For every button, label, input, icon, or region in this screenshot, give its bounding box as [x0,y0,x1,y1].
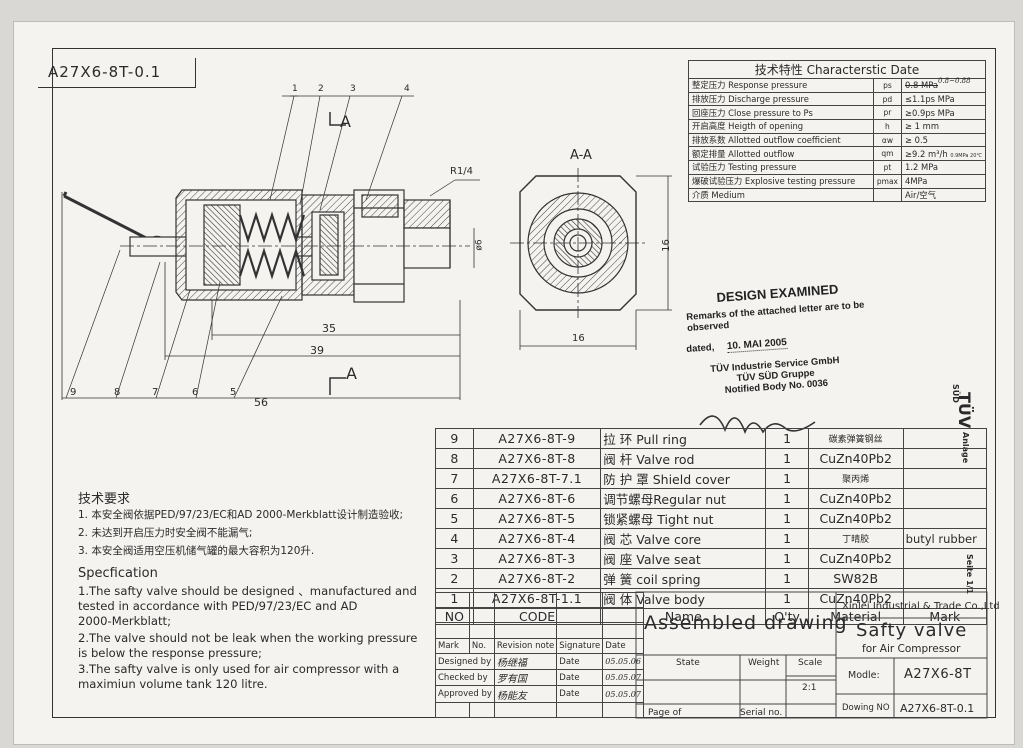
section-view-label: A-A [570,148,592,163]
requirement-en-5: is below the response pressure; [78,646,262,660]
dim-35: 35 [322,322,336,335]
scale-label: Scale [798,658,823,668]
bom-code: A27X6-8T-4 [472,528,602,549]
checked-row: Checked by 罗有国 Date 05.05.07 [435,669,644,687]
char-symbol: pd [872,91,902,107]
bom-qty: 1 [765,508,809,529]
drawing-frame [52,48,996,718]
char-symbol [872,187,902,203]
bom-code: A27X6-8T-2 [472,568,602,589]
scale-value: 2:1 [802,683,817,693]
bom-header-material: Material [807,608,904,625]
char-value-note: 0.9MPa 20℃ [950,152,982,159]
char-value-text: ≥9.2 m³/h [904,148,948,159]
leader-2: 2 [318,84,324,94]
model-value: A27X6-8T [904,667,972,682]
leader-4: 4 [404,84,410,94]
signature-block: Mark No. Revision note Signature Date De… [435,591,644,719]
bom-name: 拉 环 Pull ring [600,428,767,449]
requirements-title-en: Specfication [78,566,158,581]
leader-9: 9 [70,387,77,398]
thread-label: R1/4 [450,166,474,177]
char-value: Air/空气 [900,187,987,203]
bom-qty: 1 [765,468,809,489]
requirements-title-cn: 技术要求 [78,492,131,507]
drawing-number-tag: A27X6-8T-0.1 [38,58,196,88]
requirement-en-6: 3.The safty valve is only used for air c… [78,662,400,676]
leader-5: 5 [230,387,237,398]
dim-56: 56 [254,396,268,409]
bom-name: 锁紧螺母 Tight nut [600,508,767,529]
bom-material: CuZn40Pb2 [807,548,904,569]
requirement-cn-2: 2. 未达到开启压力时安全阀不能漏气; [78,527,253,539]
bom-material: CuZn40Pb2 [807,448,904,469]
bom-header-mark: Mark [902,608,988,625]
bom-material: CuZn40Pb2 [807,508,904,529]
bom-name: 防 护 罩 Shield cover [600,468,767,489]
drawing-number-text: A27X6-8T-0.1 [48,63,162,81]
requirement-cn-1: 1. 本安全阀依据PED/97/23/EC和AD 2000-Merkblatt设… [78,509,404,521]
weight-label: Weight [748,658,780,668]
bom-name: 阀 杆 Valve rod [600,448,767,469]
product-name: Safty valve [856,620,968,641]
section-mark-top: A [340,112,351,131]
leader-1: 1 [292,84,298,94]
leader-6: 6 [192,387,199,398]
drawing-no-label: Dowing NO [842,703,890,713]
page-of-label: Page of [648,708,682,718]
char-label: 介质 Medium [688,187,874,203]
requirement-en-4: 2.The valve should not be leak when the … [78,631,418,645]
bom-material: CuZn40Pb2 [807,588,904,609]
requirement-en-2: tested in accordance with PED/97/23/EC a… [78,599,358,613]
requirement-cn-3: 3. 本安全阀适用空压机储气罐的最大容积为120升. [78,545,315,557]
bom-code: A27X6-8T-8 [472,448,602,469]
model-label: Modle: [848,670,880,681]
dim-16-bottom: 16 [572,333,585,344]
bom-header-qty: Q'ty [765,608,809,625]
requirement-en-3: 2000-Merkblatt; [78,614,171,628]
designed-row: Designed by 杨继福 Date 05.05.06 [435,652,644,671]
product-for: for Air Compressor [862,643,961,655]
state-label: State [676,658,700,668]
bom-code: A27X6-8T-9 [472,428,602,449]
requirement-en-7: maximiun volume tank 120 litre. [78,677,268,691]
char-value-handwritten: 0.8~0.88 [938,77,971,86]
drawing-no-value: A27X6-8T-0.1 [900,702,975,715]
revision-col: Revision note [493,637,558,654]
serial-no-label: Serial no. [740,708,783,718]
section-mark-bottom: A [346,364,357,383]
bom-material: CuZn40Pb2 [807,488,904,509]
assembled-drawing-title: Assembled drawing [644,612,848,634]
characteristics-table: 技术特性 Characterstic Date 整定压力 Response pr… [688,60,987,203]
bom-name: 调节螺母Regular nut [600,488,767,509]
dim-39: 39 [310,344,324,357]
leader-8: 8 [114,387,121,398]
leader-3: 3 [350,84,356,94]
company-name: Xinlei Industrial & Trade Co.,Ltd [842,601,1000,612]
revision-header: Mark No. Revision note Signature Date [435,637,644,654]
char-value-text: 0.8 MPa [904,80,938,91]
approved-row: Approved by 杨能友 Date 05.05.07 [435,685,644,703]
char-symbol: qm [872,146,902,162]
char-row: 介质 Medium Air/空气 [688,187,987,203]
leader-7: 7 [152,387,159,398]
characteristics-title: 技术特性 Characterstic Date [688,60,986,79]
requirement-en-1: 1.The safty valve should be designed 、ma… [78,584,417,598]
